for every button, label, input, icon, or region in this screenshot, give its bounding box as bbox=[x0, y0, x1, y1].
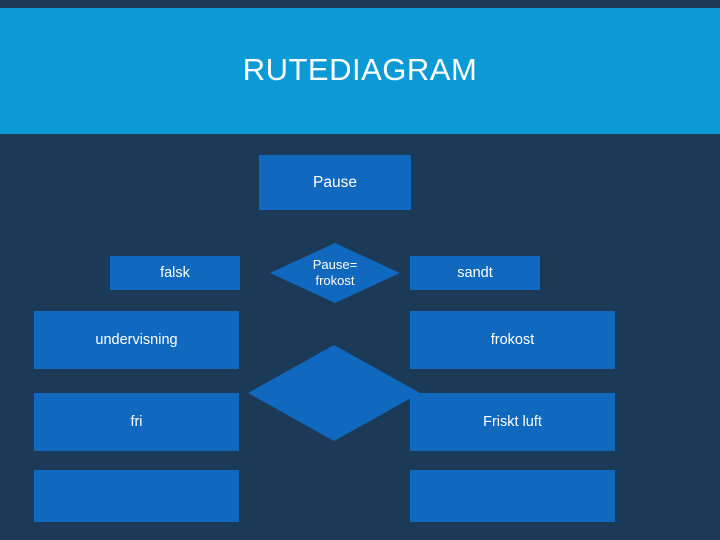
node-decision-pause-label: Pause= frokost bbox=[312, 256, 358, 288]
node-sandt-label: sandt bbox=[457, 264, 493, 281]
node-undervisning[interactable]: undervisning bbox=[34, 311, 239, 369]
node-decision-blank[interactable] bbox=[248, 345, 420, 441]
node-undervisning-label: undervisning bbox=[95, 331, 178, 348]
node-pause[interactable]: Pause bbox=[259, 155, 411, 210]
node-decision-pause[interactable]: Pause= frokost bbox=[270, 243, 400, 303]
node-falsk[interactable]: falsk bbox=[110, 256, 240, 290]
node-friskt-luft-label: Friskt luft bbox=[483, 413, 542, 430]
node-pause-label: Pause bbox=[313, 173, 357, 191]
node-frokost[interactable]: frokost bbox=[410, 311, 615, 369]
node-empty-left[interactable] bbox=[34, 470, 239, 522]
node-sandt[interactable]: sandt bbox=[410, 256, 540, 290]
node-falsk-label: falsk bbox=[160, 264, 190, 281]
page-title: RUTEDIAGRAM bbox=[242, 52, 478, 87]
node-friskt-luft[interactable]: Friskt luft bbox=[410, 393, 615, 451]
top-strip bbox=[0, 0, 720, 8]
title-band bbox=[0, 8, 720, 134]
node-empty-right[interactable] bbox=[410, 470, 615, 522]
node-fri-label: fri bbox=[130, 413, 143, 430]
node-frokost-label: frokost bbox=[490, 331, 535, 348]
node-fri[interactable]: fri bbox=[34, 393, 239, 451]
